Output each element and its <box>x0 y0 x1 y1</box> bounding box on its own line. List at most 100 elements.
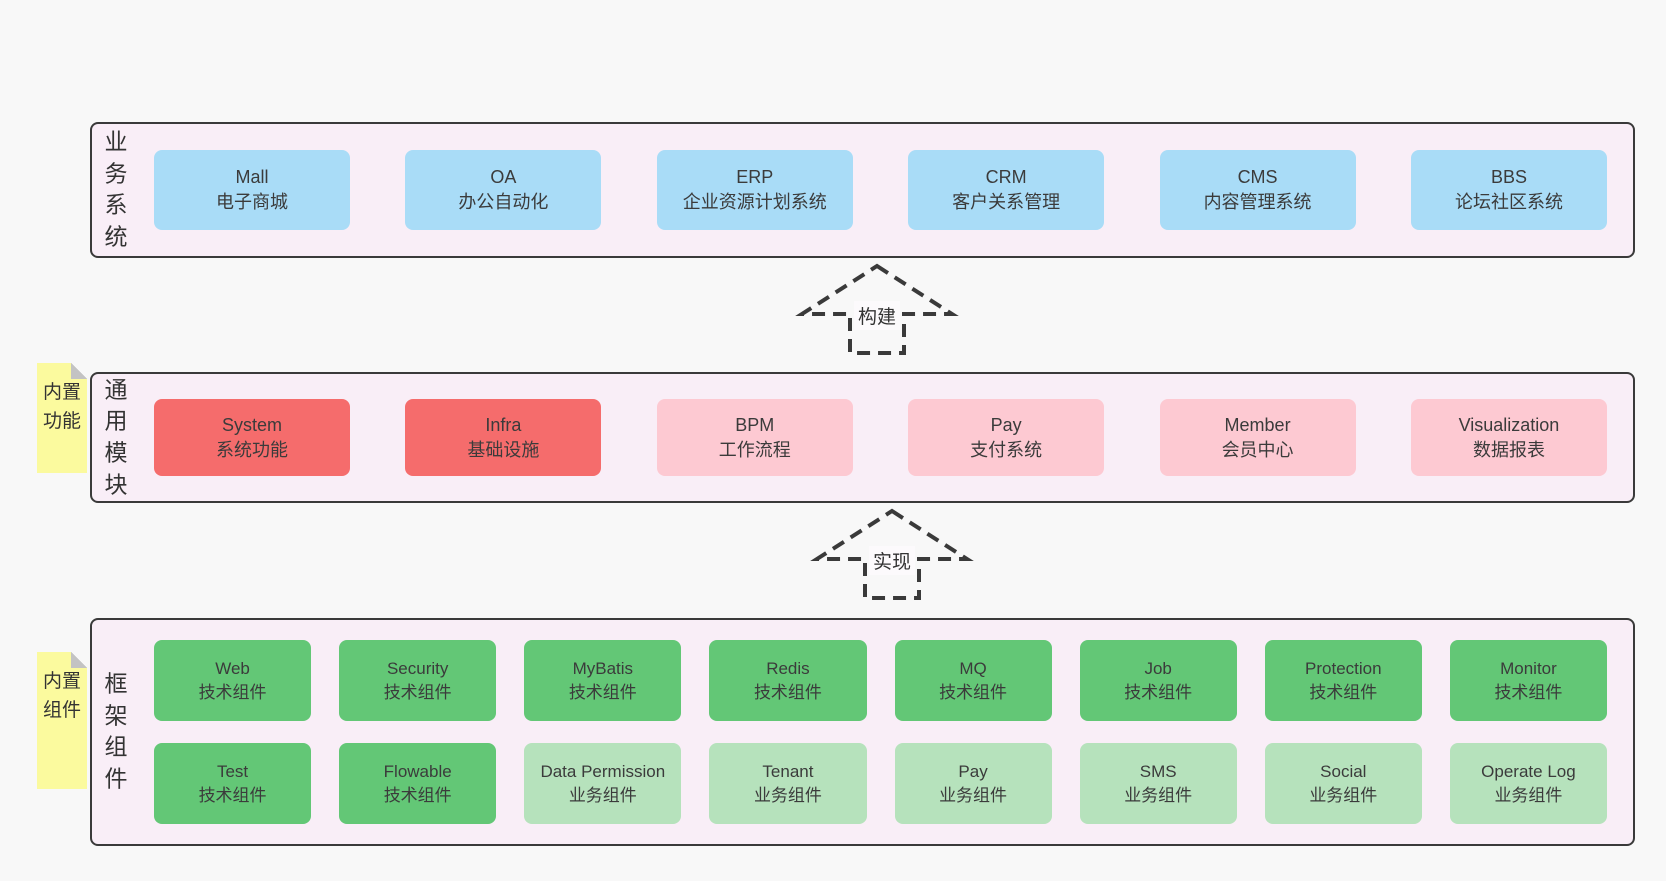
box-subtitle: 业务组件 <box>568 785 637 805</box>
box-pay-module: Pay 支付系统 <box>908 399 1105 476</box>
box-title: SMS <box>1139 762 1177 782</box>
box-title: Monitor <box>1500 659 1557 679</box>
box-title: ERP <box>736 167 774 188</box>
box-subtitle: 基础设施 <box>467 439 540 460</box>
box-monitor: Monitor 技术组件 <box>1449 640 1607 721</box>
box-subtitle: 业务组件 <box>1124 785 1193 805</box>
note-text: 内置功能 <box>42 382 81 432</box>
box-mybatis: MyBatis 技术组件 <box>524 640 682 721</box>
box-title: Infra <box>485 414 522 435</box>
box-title: Operate Log <box>1481 762 1576 782</box>
box-security: Security 技术组件 <box>339 640 497 721</box>
modules-boxes-row: System 系统功能 Infra 基础设施 BPM 工作流程 Pay 支付系统… <box>154 374 1607 501</box>
box-bbs: BBS 论坛社区系统 <box>1410 150 1607 230</box>
band-label-modules: 通用模块 <box>104 376 128 498</box>
box-subtitle: 技术组件 <box>753 682 822 702</box>
box-subtitle: 技术组件 <box>939 682 1008 702</box>
box-system: System 系统功能 <box>154 399 350 476</box>
box-subtitle: 技术组件 <box>198 785 267 805</box>
box-job: Job 技术组件 <box>1079 640 1237 721</box>
box-subtitle: 电子商城 <box>216 192 288 212</box>
box-subtitle: 数据报表 <box>1472 439 1545 460</box>
box-social: Social 业务组件 <box>1264 743 1422 824</box>
box-cms: CMS 内容管理系统 <box>1159 150 1356 230</box>
folded-corner-icon <box>71 652 87 668</box>
box-title: Tenant <box>762 762 814 782</box>
box-subtitle: 技术组件 <box>568 682 637 702</box>
box-subtitle: 业务组件 <box>939 785 1008 805</box>
box-mq: MQ 技术组件 <box>894 640 1052 721</box>
box-title: Protection <box>1305 659 1382 679</box>
box-subtitle: 业务组件 <box>1309 785 1378 805</box>
box-erp: ERP 企业资源计划系统 <box>656 150 853 230</box>
band-common-modules: 通用模块 System 系统功能 Infra 基础设施 BPM 工作流程 Pay… <box>90 372 1635 503</box>
box-title: OA <box>490 167 517 188</box>
sticky-note-built-in-components: 内置组件 <box>37 652 87 789</box>
box-sms: SMS 业务组件 <box>1079 743 1237 824</box>
box-title: Web <box>215 659 250 679</box>
band-label-business: 业务系统 <box>104 128 128 250</box>
box-data-permission: Data Permission 业务组件 <box>524 743 682 824</box>
box-title: CMS <box>1237 167 1278 188</box>
arrow-implement-label: 实现 <box>868 546 916 575</box>
band-framework-components: 框架组件 Web 技术组件 Security 技术组件 MyBatis 技术组件… <box>90 618 1635 846</box>
box-visualization: Visualization 数据报表 <box>1410 399 1607 476</box>
box-operate-log: Operate Log 业务组件 <box>1449 743 1607 824</box>
business-boxes-row: Mall 电子商城 OA 办公自动化 ERP 企业资源计划系统 CRM 客户关系… <box>154 124 1607 256</box>
box-subtitle: 业务组件 <box>1494 785 1563 805</box>
box-test: Test 技术组件 <box>154 743 312 824</box>
box-subtitle: 技术组件 <box>1494 682 1563 702</box>
box-title: Visualization <box>1458 414 1560 435</box>
box-title: MyBatis <box>572 659 634 679</box>
box-title: MQ <box>959 659 987 679</box>
box-subtitle: 技术组件 <box>383 682 452 702</box>
box-redis: Redis 技术组件 <box>709 640 867 721</box>
arrow-build: 构建 <box>792 261 962 358</box>
arrow-build-label: 构建 <box>853 301 901 330</box>
components-grid: Web 技术组件 Security 技术组件 MyBatis 技术组件 Redi… <box>154 640 1607 824</box>
box-subtitle: 支付系统 <box>970 439 1043 460</box>
box-mall: Mall 电子商城 <box>154 150 350 230</box>
box-title: Pay <box>990 414 1022 435</box>
box-crm: CRM 客户关系管理 <box>908 150 1105 230</box>
box-title: Security <box>386 659 449 679</box>
box-subtitle: 会员中心 <box>1221 439 1294 460</box>
box-infra: Infra 基础设施 <box>405 399 602 476</box>
box-title: Flowable <box>383 762 452 782</box>
box-subtitle: 客户关系管理 <box>952 192 1061 212</box>
box-title: CRM <box>985 167 1027 188</box>
box-title: BPM <box>735 414 775 435</box>
box-subtitle: 企业资源计划系统 <box>682 192 827 212</box>
box-subtitle: 内容管理系统 <box>1203 192 1312 212</box>
box-title: Mall <box>235 167 269 188</box>
box-subtitle: 技术组件 <box>383 785 452 805</box>
arrow-implement: 实现 <box>807 506 977 603</box>
box-protection: Protection 技术组件 <box>1264 640 1422 721</box>
box-subtitle: 论坛社区系统 <box>1454 192 1563 212</box>
box-web: Web 技术组件 <box>154 640 312 721</box>
band-label-components: 框架组件 <box>104 670 128 792</box>
box-title: Redis <box>766 659 810 679</box>
box-oa: OA 办公自动化 <box>405 150 602 230</box>
box-title: System <box>221 414 282 435</box>
band-business-systems: 业务系统 Mall 电子商城 OA 办公自动化 ERP 企业资源计划系统 CRM… <box>90 122 1635 258</box>
box-title: Social <box>1320 762 1367 782</box>
box-subtitle: 技术组件 <box>1309 682 1378 702</box>
folded-corner-icon <box>71 363 87 379</box>
box-title: Job <box>1144 659 1172 679</box>
box-tenant: Tenant 业务组件 <box>709 743 867 824</box>
box-bpm: BPM 工作流程 <box>656 399 853 476</box>
box-title: Test <box>216 762 249 782</box>
box-subtitle: 系统功能 <box>216 439 288 460</box>
box-subtitle: 业务组件 <box>753 785 822 805</box>
box-member: Member 会员中心 <box>1159 399 1356 476</box>
box-title: Data Permission <box>540 762 666 782</box>
box-subtitle: 办公自动化 <box>458 192 549 212</box>
box-flowable: Flowable 技术组件 <box>339 743 497 824</box>
box-title: BBS <box>1490 167 1527 188</box>
note-text: 内置组件 <box>42 671 81 721</box>
box-title: Member <box>1224 414 1291 435</box>
box-subtitle: 技术组件 <box>1124 682 1193 702</box>
box-subtitle: 工作流程 <box>718 439 791 460</box>
box-subtitle: 技术组件 <box>198 682 267 702</box>
